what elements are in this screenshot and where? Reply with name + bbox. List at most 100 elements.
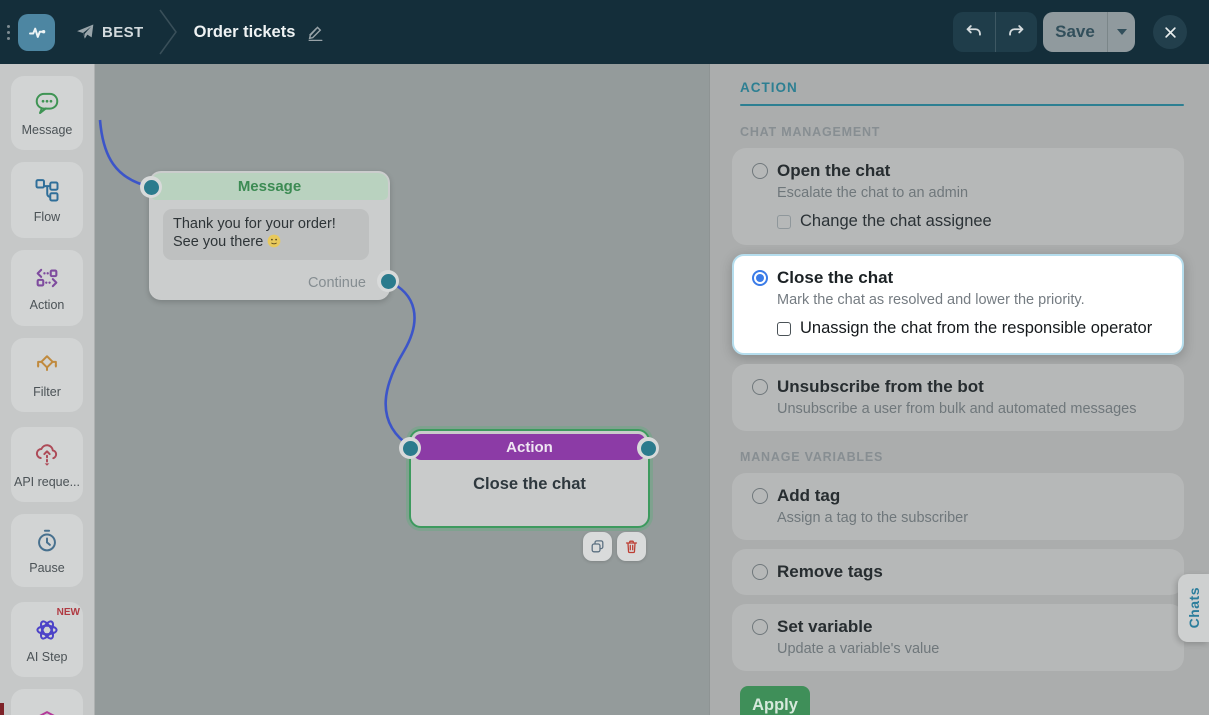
- breadcrumb-chevron-icon: [158, 7, 178, 57]
- telegram-plane-icon: [75, 22, 95, 42]
- undo-button[interactable]: [953, 12, 995, 52]
- flow-canvas[interactable]: Message Thank you for your order! See yo…: [95, 64, 709, 715]
- option-title: Set variable: [777, 617, 873, 636]
- node-palette-sidebar: Message Flow Action Filter API reque... …: [0, 64, 95, 715]
- app-logo[interactable]: [18, 13, 55, 51]
- api-cloud-icon: [32, 441, 62, 469]
- flow-title: Order tickets: [193, 22, 296, 41]
- radio-selected[interactable]: [752, 270, 768, 286]
- palette-item-flow[interactable]: Flow: [11, 162, 83, 238]
- palette-item-label: Pause: [29, 560, 65, 575]
- palette-item-label: Message: [21, 123, 73, 137]
- redo-button[interactable]: [994, 12, 1038, 52]
- palette-item-label: AI Step: [26, 649, 68, 664]
- message-node[interactable]: Message Thank you for your order! See yo…: [140, 171, 399, 300]
- flow-branch-icon: [32, 176, 62, 204]
- node-toolbar: [583, 532, 646, 561]
- option-title: Close the chat: [777, 268, 894, 287]
- history-button-group: [953, 12, 1037, 52]
- option-subtitle: Assign a tag to the subscriber: [777, 510, 969, 526]
- option-set-variable[interactable]: Set variable Update a variable's value: [732, 604, 1184, 671]
- option-remove-tags[interactable]: Remove tags: [732, 549, 1184, 595]
- offscreen-node-fragment: [0, 703, 4, 715]
- option-close-the-chat-highlighted[interactable]: Close the chat Mark the chat as resolved…: [732, 254, 1184, 355]
- action-node-selected[interactable]: Action Close the chat: [399, 429, 659, 528]
- option-unsubscribe-from-bot[interactable]: Unsubscribe from the bot Unsubscribe a u…: [732, 364, 1184, 431]
- pause-clock-icon: [32, 527, 62, 555]
- option-add-tag[interactable]: Add tag Assign a tag to the subscriber: [732, 473, 1184, 540]
- drag-handle-dots-icon[interactable]: [7, 24, 10, 40]
- section-label-chat-management: CHAT MANAGEMENT: [740, 125, 881, 139]
- message-node-text[interactable]: Thank you for your order! See you there: [163, 209, 369, 260]
- save-button[interactable]: Save: [1055, 22, 1095, 41]
- radio-unselected[interactable]: [752, 564, 768, 580]
- option-title: Add tag: [777, 486, 841, 505]
- pulse-logo-icon: [25, 20, 49, 44]
- redo-arrow-icon: [1005, 21, 1027, 43]
- close-editor-button[interactable]: [1153, 15, 1187, 49]
- chat-bubble-icon: [32, 89, 62, 117]
- checkbox-unchecked[interactable]: [777, 214, 791, 229]
- apply-button[interactable]: Apply: [740, 686, 810, 715]
- filter-diamond-icon: [32, 351, 62, 379]
- random-dice-icon: [32, 708, 62, 715]
- topbar: BEST Order tickets Save: [0, 0, 1209, 64]
- panel-title: ACTION: [740, 80, 798, 95]
- caret-down-icon: [1116, 29, 1127, 35]
- action-code-icon: [32, 264, 62, 292]
- palette-item-action[interactable]: Action: [11, 250, 83, 326]
- palette-item-label: API reque...: [13, 474, 80, 489]
- option-subtitle: Mark the chat as resolved and lower the …: [777, 292, 1085, 308]
- edit-title-pencil-icon[interactable]: [306, 23, 325, 42]
- radio-unselected[interactable]: [752, 619, 768, 635]
- new-badge: NEW: [56, 607, 80, 618]
- save-dropdown-button[interactable]: [1107, 12, 1135, 52]
- checkbox-label: Change the chat assignee: [800, 212, 992, 230]
- palette-item-pause[interactable]: Pause: [11, 514, 83, 587]
- checkbox-unchecked[interactable]: [777, 321, 791, 336]
- undo-arrow-icon: [963, 21, 985, 43]
- input-port[interactable]: [399, 437, 421, 459]
- copy-icon: [589, 538, 606, 555]
- output-port[interactable]: [377, 270, 399, 292]
- continue-output-label: Continue: [307, 275, 366, 291]
- radio-unselected[interactable]: [752, 488, 768, 504]
- action-node-header: Action: [414, 434, 645, 460]
- option-subtitle: Update a variable's value: [777, 641, 940, 657]
- palette-item-api-request[interactable]: API reque...: [11, 427, 83, 502]
- smiley-emoji: [267, 234, 281, 248]
- breadcrumb-bot-name[interactable]: BEST: [102, 23, 144, 41]
- action-settings-panel: ACTION CHAT MANAGEMENT Open the chat Esc…: [709, 64, 1209, 715]
- checkbox-label: Unassign the chat from the responsible o…: [800, 319, 1153, 337]
- duplicate-node-button[interactable]: [583, 532, 612, 561]
- option-title: Remove tags: [777, 562, 883, 581]
- palette-item-random[interactable]: [11, 689, 83, 715]
- output-port[interactable]: [637, 437, 659, 459]
- option-title: Open the chat: [777, 161, 891, 180]
- option-open-the-chat[interactable]: Open the chat Escalate the chat to an ad…: [732, 148, 1184, 245]
- option-subtitle: Unsubscribe a user from bulk and automat…: [777, 401, 1137, 417]
- save-button-group: Save: [1043, 12, 1135, 52]
- input-port[interactable]: [140, 176, 162, 198]
- message-node-header: Message: [151, 173, 388, 200]
- option-title: Unsubscribe from the bot: [777, 377, 984, 396]
- palette-item-label: Flow: [33, 210, 61, 224]
- radio-unselected[interactable]: [752, 163, 768, 179]
- trash-icon: [623, 538, 640, 555]
- chats-side-tab[interactable]: Chats: [1178, 574, 1209, 642]
- close-x-icon: [1163, 25, 1178, 40]
- delete-node-button[interactable]: [617, 532, 646, 561]
- palette-item-label: Filter: [33, 385, 61, 399]
- panel-title-underline: [740, 104, 1184, 106]
- chats-tab-label: Chats: [1185, 587, 1202, 629]
- section-label-manage-variables: MANAGE VARIABLES: [740, 450, 884, 464]
- ai-atom-icon: [32, 616, 62, 644]
- action-node-text[interactable]: Close the chat: [473, 475, 586, 493]
- palette-item-label: Action: [29, 298, 65, 312]
- radio-unselected[interactable]: [752, 379, 768, 395]
- palette-item-ai-step[interactable]: NEW AI Step: [11, 602, 83, 677]
- palette-item-message[interactable]: Message: [11, 76, 83, 150]
- connection-wires: [98, 119, 416, 449]
- palette-item-filter[interactable]: Filter: [11, 338, 83, 412]
- option-subtitle: Escalate the chat to an admin: [777, 185, 969, 201]
